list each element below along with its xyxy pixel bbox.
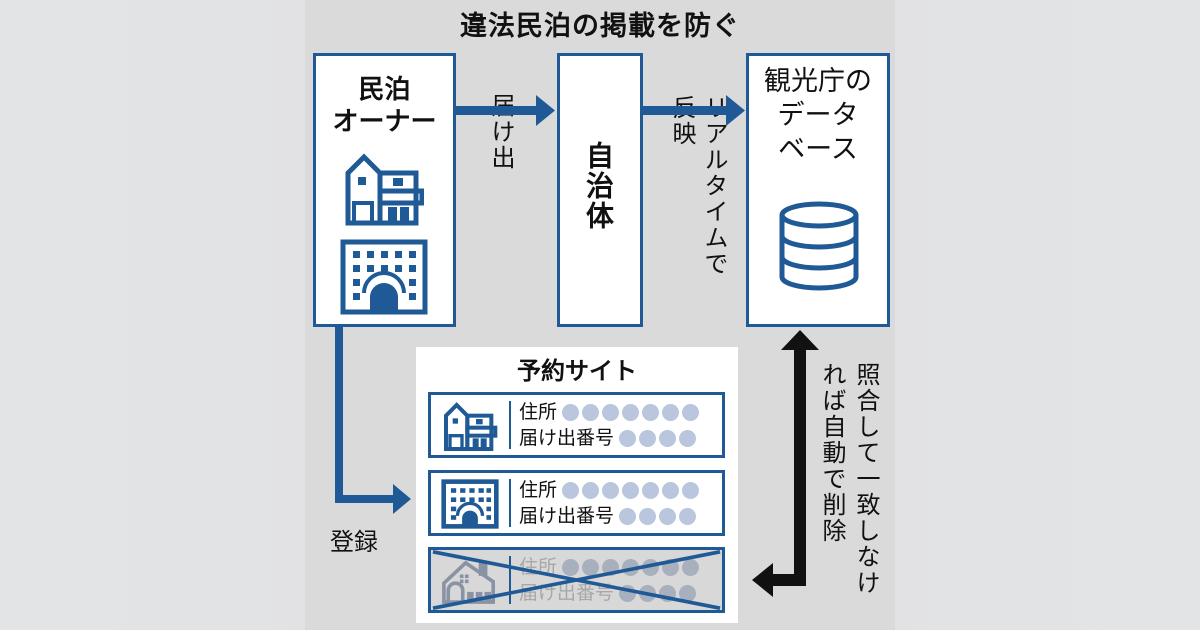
apartment-building-icon: [340, 239, 428, 315]
municipality-node: 自治体: [557, 53, 643, 327]
placeholder-dot: [639, 429, 657, 447]
owner-node: 民泊 オーナー: [313, 53, 456, 327]
address-dots: [562, 403, 700, 421]
listing-item: 住所 届け出番号: [428, 392, 725, 458]
placeholder-dot: [679, 584, 697, 602]
placeholder-dot: [619, 507, 637, 525]
placeholder-dot: [659, 507, 677, 525]
database-node: 観光庁の データ ベース: [746, 53, 890, 327]
diagram-title: 違法民泊の掲載を防ぐ: [460, 11, 740, 42]
database-label-line1: 観光庁の: [764, 66, 872, 97]
database-label-line2: データ: [777, 100, 859, 131]
placeholder-dot: [642, 481, 660, 499]
placeholder-dot: [679, 507, 697, 525]
listing-divider: [509, 556, 511, 604]
placeholder-dot: [679, 429, 697, 447]
placeholder-dot: [682, 558, 700, 576]
owner-label-line2: オーナー: [332, 107, 437, 137]
address-dots: [562, 481, 700, 499]
placeholder-dot: [582, 481, 600, 499]
address-label: 住所: [519, 401, 558, 423]
address-row: 住所: [519, 479, 700, 501]
placeholder-dot: [622, 481, 640, 499]
notification-number-dots: [619, 507, 697, 525]
placeholder-dot: [602, 403, 620, 421]
database-icon: [779, 201, 859, 291]
apartment-building-icon: [441, 479, 499, 529]
house-icon: [345, 153, 424, 226]
placeholder-dot: [682, 481, 700, 499]
database-label-line3: ベース: [778, 134, 858, 165]
match-delete-label-col2: れば自動で削除: [818, 362, 846, 544]
placeholder-dot: [662, 481, 680, 499]
placeholder-dot: [562, 403, 580, 421]
address-label: 住所: [519, 479, 558, 501]
placeholder-dot: [562, 558, 580, 576]
notification-number-dots: [619, 429, 697, 447]
municipality-label: 自治体: [582, 141, 615, 231]
realtime-edge-label-col2: 反映: [668, 95, 696, 147]
notification-number-label: 届け出番号: [519, 427, 615, 449]
placeholder-dot: [582, 558, 600, 576]
listing-divider: [509, 401, 511, 449]
placeholder-dot: [582, 403, 600, 421]
notification-number-label: 届け出番号: [519, 505, 615, 527]
listing-item: 住所 届け出番号: [428, 470, 725, 536]
notification-number-row: 届け出番号: [519, 505, 697, 527]
placeholder-dot: [659, 429, 677, 447]
address-row: 住所: [519, 401, 700, 423]
listing-divider: [509, 479, 511, 527]
notification-number-row: 届け出番号: [519, 427, 697, 449]
placeholder-dot: [622, 403, 640, 421]
listing-item-deleted: 住所 届け出番号: [428, 547, 725, 613]
placeholder-dot: [662, 403, 680, 421]
placeholder-dot: [562, 481, 580, 499]
booking-site-title: 予約サイト: [517, 357, 637, 385]
realtime-edge-label-col1: リアルタイムで: [700, 95, 728, 277]
placeholder-dot: [639, 507, 657, 525]
delete-cross-icon: [432, 550, 721, 610]
notify-edge-label: 届け出: [487, 93, 515, 171]
register-edge-label: 登録: [330, 528, 378, 556]
placeholder-dot: [619, 429, 637, 447]
owner-label-line1: 民泊: [358, 75, 411, 105]
match-delete-label-col1: 照合して一致しなけ: [852, 362, 880, 596]
placeholder-dot: [642, 403, 660, 421]
house-icon: [444, 402, 498, 451]
placeholder-dot: [682, 403, 700, 421]
placeholder-dot: [602, 481, 620, 499]
